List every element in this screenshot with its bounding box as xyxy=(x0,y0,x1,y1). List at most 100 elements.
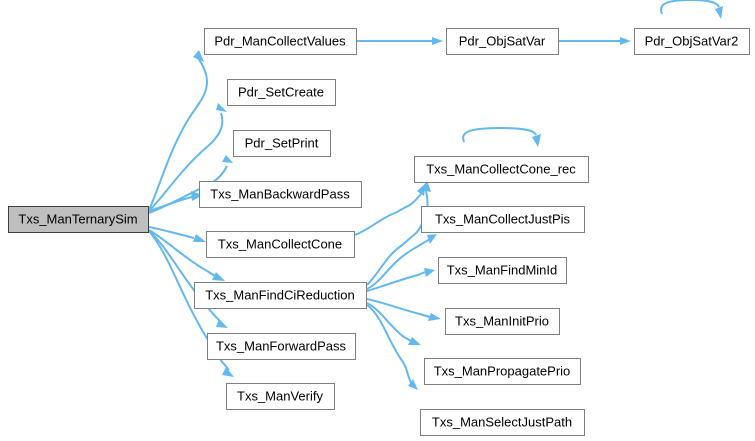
edge-txs-manfindcireduction-to-txs-manpropagateprio xyxy=(366,302,421,345)
node-txs-manforwardpass[interactable]: Txs_ManForwardPass xyxy=(207,333,356,360)
node-box[interactable] xyxy=(204,28,357,55)
node-box[interactable] xyxy=(634,28,750,55)
arrowhead-icon xyxy=(715,6,723,19)
node-txs-manverify[interactable]: Txs_ManVerify xyxy=(226,383,335,410)
node-txs-mancollectcone[interactable]: Txs_ManCollectCone xyxy=(206,231,355,258)
node-txs-mancollectcone-rec[interactable]: Txs_ManCollectCone_rec xyxy=(414,156,589,183)
edge-txs-manfindcireduction-to-txs-mancollectjustpis xyxy=(366,234,437,290)
arrowhead-icon xyxy=(408,337,421,345)
edge-txs-manfindcireduction-to-txs-manselectjustpath xyxy=(366,304,418,390)
edge-txs-manternarysim-to-txs-manbackwardpass xyxy=(148,191,203,212)
edge-pdr-objsatvar-to-pdr-objsatvar2 xyxy=(559,37,631,45)
arrowhead-icon xyxy=(222,367,234,377)
node-txs-mancollectjustpis[interactable]: Txs_ManCollectJustPis xyxy=(421,206,585,233)
node-box[interactable] xyxy=(414,156,589,183)
node-label: Txs_ManCollectCone_rec xyxy=(426,161,576,176)
node-label: Txs_ManFindMinId xyxy=(447,262,558,277)
edge-txs-manfindcireduction-to-txs-mancollectcone-rec xyxy=(366,180,431,286)
edge-line xyxy=(366,271,426,292)
node-txs-manbackwardpass[interactable]: Txs_ManBackwardPass xyxy=(199,181,362,208)
node-label: Txs_ManSelectJustPath xyxy=(432,414,572,429)
arrowhead-icon xyxy=(427,234,437,244)
node-box[interactable] xyxy=(438,257,567,284)
edge-line xyxy=(148,57,208,211)
arrowhead-icon xyxy=(428,313,441,321)
edge-line xyxy=(366,187,429,286)
arrowhead-icon xyxy=(620,37,631,45)
arrowhead-icon xyxy=(212,272,225,281)
edge-line xyxy=(366,238,431,290)
edge-line xyxy=(148,196,193,212)
node-label: Txs_ManForwardPass xyxy=(216,338,347,353)
edge-txs-manfindcireduction-to-txs-manfindminid xyxy=(366,268,435,292)
edge-txs-manternarysim-to-pdr-setcreate xyxy=(148,103,227,212)
node-pdr-setcreate[interactable]: Pdr_SetCreate xyxy=(227,79,336,106)
node-txs-manfindminid[interactable]: Txs_ManFindMinId xyxy=(438,257,567,284)
arrowhead-icon xyxy=(424,268,435,277)
node-box[interactable] xyxy=(446,28,559,55)
edge-txs-mancollectcone-to-txs-mancollectcone-rec xyxy=(354,183,426,236)
edge-pdr-mancollectvalues-to-pdr-objsatvar xyxy=(357,37,443,45)
node-txs-manfindcireduction[interactable]: Txs_ManFindCiReduction xyxy=(194,282,367,309)
node-label: Txs_ManCollectJustPis xyxy=(435,211,571,226)
node-box[interactable] xyxy=(194,282,367,309)
node-box[interactable] xyxy=(206,231,355,258)
node-box[interactable] xyxy=(424,358,581,385)
edge-line xyxy=(660,0,720,15)
edge-line xyxy=(462,126,537,143)
arrowhead-icon xyxy=(216,103,227,112)
node-label: Txs_ManInitPrio xyxy=(455,313,549,328)
node-txs-manpropagateprio[interactable]: Txs_ManPropagatePrio xyxy=(424,358,581,385)
arrowhead-icon xyxy=(408,379,418,390)
node-box[interactable] xyxy=(227,79,336,106)
node-box[interactable] xyxy=(226,383,335,410)
edge-pdr-objsatvar2-to-pdr-objsatvar2 xyxy=(660,0,723,19)
edge-txs-manternarysim-to-pdr-mancollectvalues xyxy=(148,50,208,211)
node-txs-manselectjustpath[interactable]: Txs_ManSelectJustPath xyxy=(420,409,585,436)
node-label: Txs_ManPropagatePrio xyxy=(434,363,571,378)
arrowhead-icon xyxy=(421,180,431,192)
node-box[interactable] xyxy=(233,130,331,157)
edge-txs-manternarysim-to-txs-manfindcireduction xyxy=(148,229,225,281)
node-box[interactable] xyxy=(445,308,560,335)
arrowhead-icon xyxy=(216,319,228,328)
node-pdr-mancollectvalues[interactable]: Pdr_ManCollectValues xyxy=(204,28,357,55)
arrowhead-icon xyxy=(432,37,443,45)
edges-layer xyxy=(148,0,723,390)
node-label: Txs_ManTernarySim xyxy=(18,211,137,226)
node-txs-manternarysim[interactable]: Txs_ManTernarySim xyxy=(8,206,149,233)
edge-line xyxy=(354,193,422,236)
node-label: Pdr_ObjSatVar2 xyxy=(645,33,739,48)
edge-line xyxy=(366,304,412,384)
node-pdr-objsatvar[interactable]: Pdr_ObjSatVar xyxy=(446,28,559,55)
node-box[interactable] xyxy=(199,181,362,208)
node-box[interactable] xyxy=(421,206,585,233)
node-label: Pdr_SetPrint xyxy=(245,135,319,150)
node-label: Pdr_ObjSatVar xyxy=(459,33,546,48)
edge-line xyxy=(148,226,195,239)
node-label: Txs_ManBackwardPass xyxy=(210,186,350,201)
edge-line xyxy=(148,229,218,278)
node-label: Pdr_ManCollectValues xyxy=(214,33,346,48)
arrowhead-icon xyxy=(191,191,203,201)
node-pdr-objsatvar2[interactable]: Pdr_ObjSatVar2 xyxy=(634,28,750,55)
edge-txs-mancollectcone-rec-to-txs-mancollectcone-rec xyxy=(462,126,541,147)
node-box[interactable] xyxy=(420,409,585,436)
node-txs-maninitprio[interactable]: Txs_ManInitPrio xyxy=(445,308,560,335)
edge-txs-manternarysim-to-txs-mancollectcone xyxy=(148,226,206,242)
edge-line xyxy=(366,302,412,342)
node-label: Txs_ManVerify xyxy=(237,388,323,403)
node-label: Txs_ManFindCiReduction xyxy=(205,287,355,302)
edge-txs-manfindcireduction-to-txs-maninitprio xyxy=(366,298,441,321)
node-label: Pdr_SetCreate xyxy=(238,84,324,99)
edge-line xyxy=(148,112,224,212)
node-box[interactable] xyxy=(207,333,356,360)
node-pdr-setprint[interactable]: Pdr_SetPrint xyxy=(233,130,331,157)
edge-line xyxy=(366,298,431,318)
node-label: Txs_ManCollectCone xyxy=(218,236,342,251)
node-box[interactable] xyxy=(8,206,149,233)
arrowhead-icon xyxy=(193,50,204,62)
arrowhead-icon xyxy=(222,155,233,163)
